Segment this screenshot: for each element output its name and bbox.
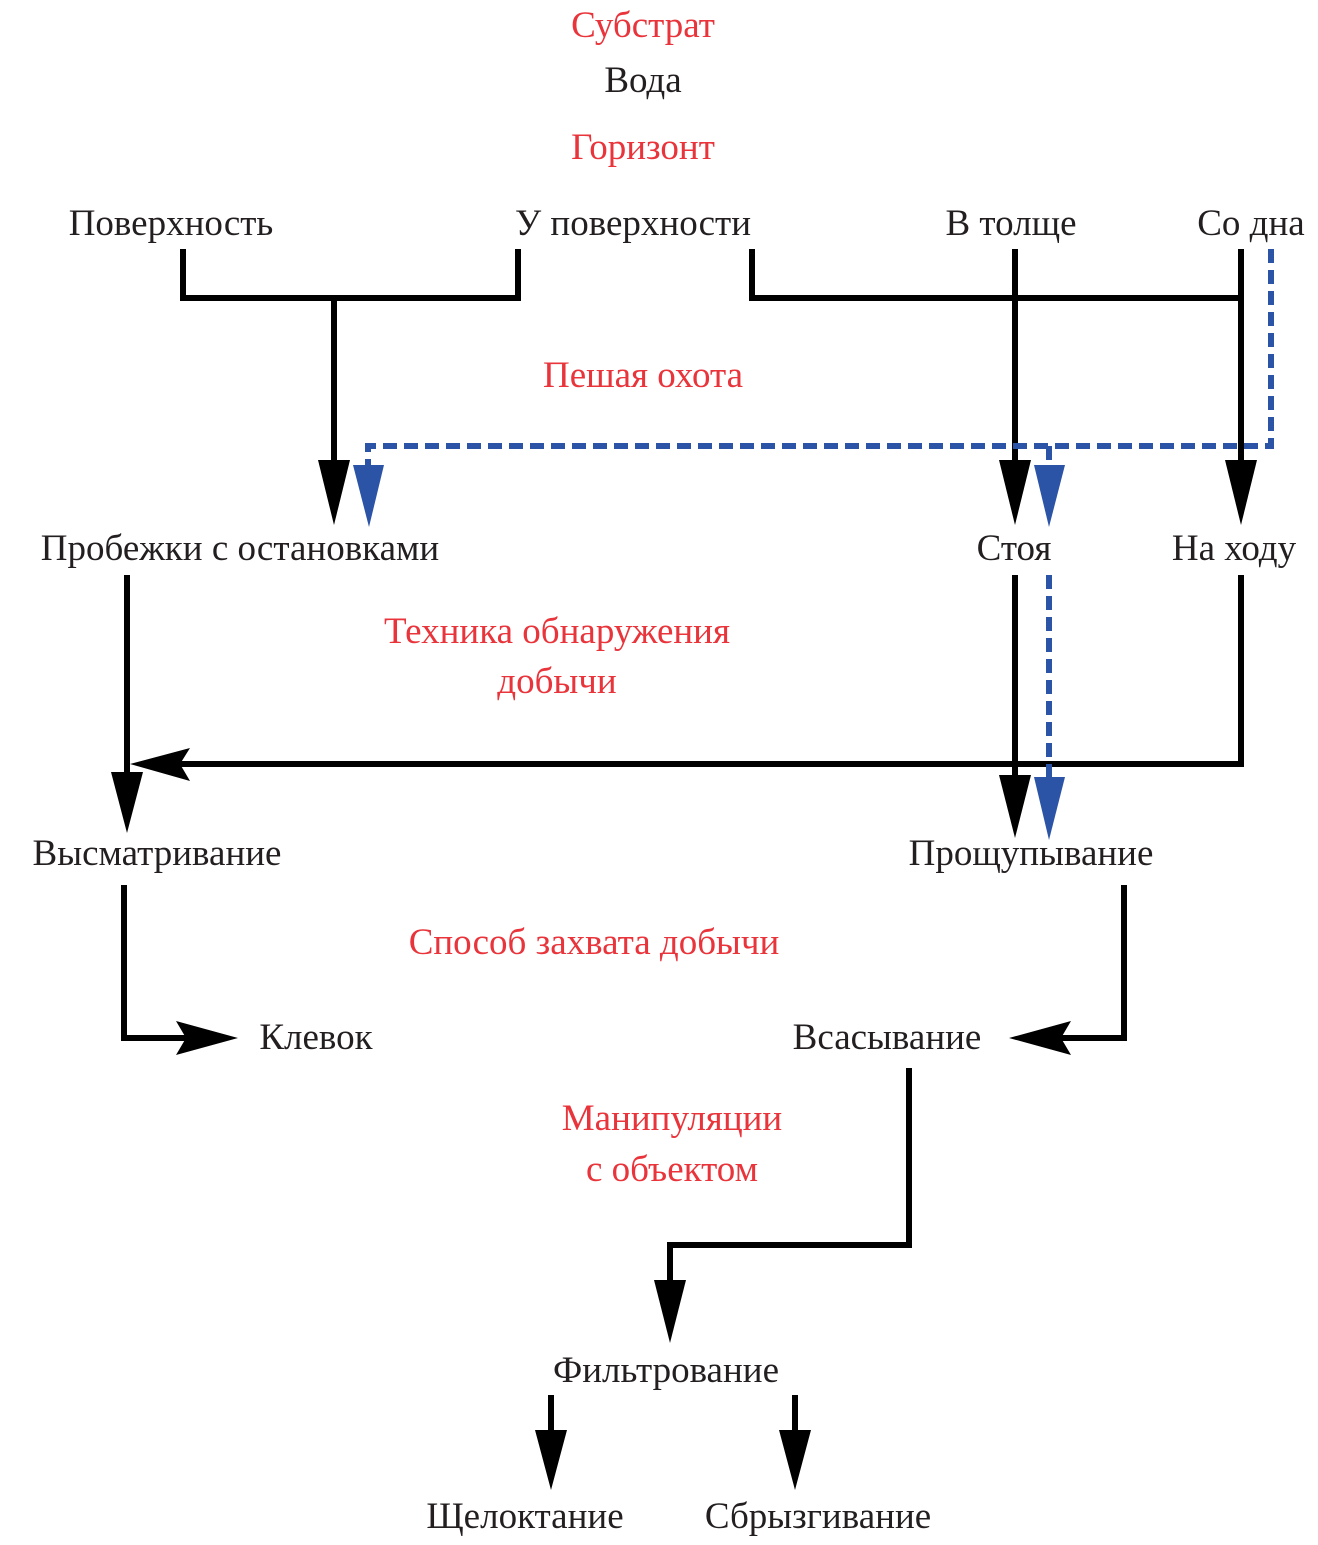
arrowhead-dashed-probing — [1034, 777, 1065, 840]
node-water: Вода — [604, 60, 681, 101]
node-spraying: Сбрызгивание — [705, 1496, 931, 1537]
edge-looking-to-pecking — [121, 885, 190, 1041]
category-horizon: Горизонт — [571, 127, 715, 168]
category-detection-line2: добычи — [497, 661, 616, 702]
edge-suction-to-filtering — [667, 1068, 912, 1290]
node-suction: Всасывание — [793, 1017, 982, 1058]
edge-on-the-move-to-looking — [175, 575, 1244, 767]
node-standing: Стоя — [977, 528, 1052, 569]
arrowhead-runs-with-stops — [318, 460, 350, 525]
arrowhead-on-the-move — [1225, 460, 1257, 525]
arrowhead-dashed-standing — [1034, 465, 1065, 527]
arrowhead-snapping — [535, 1430, 567, 1490]
arrowhead-spraying — [779, 1430, 811, 1490]
category-manipulation-line1: Манипуляции — [562, 1098, 782, 1139]
node-filtering: Фильтрование — [553, 1350, 779, 1391]
edge-near-surface-to-bottom — [749, 249, 1241, 301]
category-capture-method: Способ захвата добычи — [409, 922, 780, 963]
node-near-surface: У поверхности — [515, 203, 751, 244]
node-probing: Прощупывание — [909, 833, 1154, 874]
node-on-the-move: На ходу — [1172, 528, 1297, 569]
category-detection-line1: Техника обнаружения — [384, 611, 730, 652]
node-looking: Высматривание — [33, 833, 282, 874]
edge-dashed-bottom-to-runs — [365, 249, 1274, 475]
arrowhead-dashed-runs — [353, 465, 384, 527]
category-manipulation-line2: с объектом — [586, 1149, 758, 1190]
edge-probing-to-suction — [1055, 885, 1127, 1041]
node-mid-water: В толще — [946, 203, 1077, 244]
node-snapping: Щелоктание — [426, 1496, 623, 1537]
node-from-bottom: Со дна — [1197, 203, 1304, 244]
node-runs-with-stops: Пробежки с остановками — [41, 528, 439, 569]
arrowhead-probing — [999, 775, 1031, 838]
arrowhead-looking-horizontal — [130, 748, 190, 781]
category-hunting-type: Пешая охота — [543, 355, 743, 396]
arrowhead-filtering — [654, 1280, 686, 1343]
arrowhead-standing — [999, 460, 1031, 525]
arrowhead-looking — [111, 772, 143, 833]
arrowhead-pecking — [176, 1021, 238, 1055]
arrowhead-suction — [1009, 1021, 1071, 1055]
node-pecking: Клевок — [259, 1017, 373, 1058]
node-surface: Поверхность — [69, 203, 274, 244]
edge-surface-bracket — [180, 249, 521, 301]
category-substrate: Субстрат — [571, 5, 715, 46]
